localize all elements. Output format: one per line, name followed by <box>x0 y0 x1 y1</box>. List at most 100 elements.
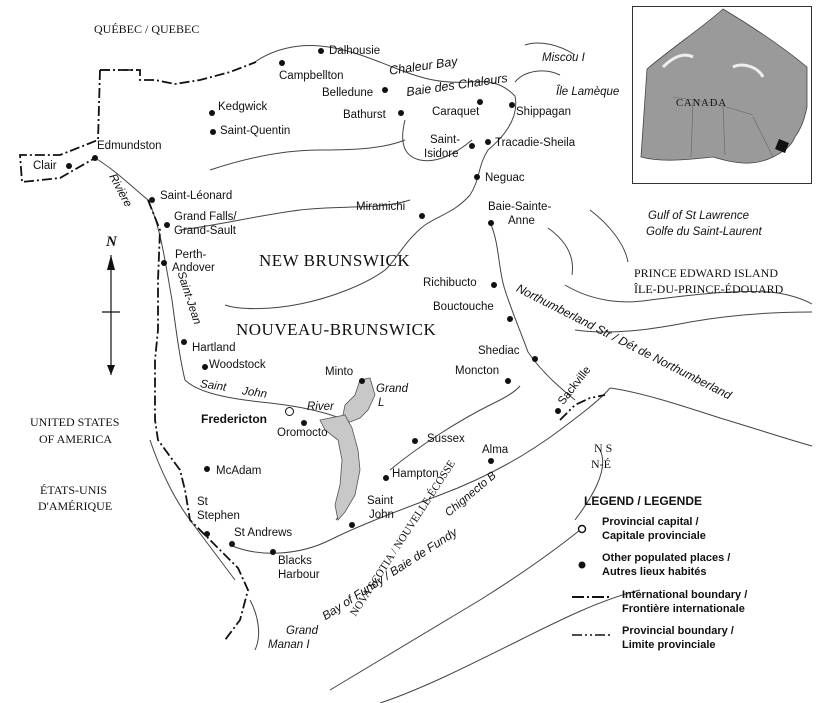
place-dot-baie-ste-anne <box>488 220 494 226</box>
legend-capital-line1: Provincial capital / <box>602 516 699 528</box>
legend-place-symbol <box>578 561 586 569</box>
place-dot-sussex <box>412 438 418 444</box>
place-hampton: Hampton <box>392 468 439 480</box>
place-woodstock: Woodstock <box>209 359 266 371</box>
place-oromocto: Oromocto <box>277 427 328 439</box>
place-perth-line2: Andover <box>172 262 215 274</box>
place-saint-quentin: Saint-Quentin <box>220 125 291 137</box>
place-fredericton-capital: Fredericton <box>201 412 268 426</box>
island-grand-manan-1: Grand <box>286 625 318 637</box>
place-dot-caraquet <box>477 99 483 105</box>
place-bathurst: Bathurst <box>343 109 386 121</box>
canada-inset-map <box>632 6 812 184</box>
place-saint-john-line2: John <box>369 509 394 521</box>
place-clair: Clair <box>33 160 57 172</box>
legend-prov-line2: Limite provinciale <box>622 639 716 651</box>
place-dot-shippagan <box>509 102 515 108</box>
place-dot-saint-leonard <box>149 197 155 203</box>
place-dot-saint-john <box>349 522 355 528</box>
legend-intl-line2: Frontière internationale <box>622 603 745 615</box>
place-dot-miramichi <box>419 213 425 219</box>
nova-scotia-south-shore <box>379 589 641 703</box>
place-dot-st-stephen <box>204 531 210 537</box>
water-gulf-en: Gulf of St Lawrence <box>648 210 749 222</box>
pei-outline <box>564 284 813 333</box>
place-st-stephen-line1: St <box>197 496 208 508</box>
nova-scotia-fundy-shore <box>329 529 581 691</box>
place-dot-shediac <box>532 356 538 362</box>
region-pei-en: PRINCE EDWARD ISLAND <box>634 266 778 280</box>
place-shippagan: Shippagan <box>516 106 571 118</box>
place-alma: Alma <box>482 444 509 456</box>
place-dot-bouctouche <box>507 316 513 322</box>
place-dot-oromocto <box>301 420 307 426</box>
miramichi-shore <box>224 224 426 310</box>
north-arrow-icon <box>102 255 120 375</box>
saint-john-river <box>94 157 346 421</box>
place-tracadie: Tracadie-Sheila <box>495 137 576 149</box>
place-grand-falls-line2: Grand-Sault <box>174 225 237 237</box>
place-bouctouche: Bouctouche <box>433 301 494 313</box>
region-usa-fr-line1: ÉTATS-UNIS <box>40 483 108 497</box>
place-dot-hampton <box>383 475 389 481</box>
legend-capital-line2: Capitale provinciale <box>602 530 706 542</box>
place-miramichi: Miramichi <box>356 201 406 213</box>
island-grand-manan-2: Manan I <box>268 639 310 651</box>
place-dot-woodstock <box>202 364 208 370</box>
place-dot-kedgwick <box>209 110 215 116</box>
place-dot-edmundston <box>92 155 98 161</box>
water-grand-lake-1: Grand <box>376 383 408 395</box>
place-saint-john-line1: Saint <box>367 495 394 507</box>
place-st-andrews: St Andrews <box>234 527 293 539</box>
place-saint-isidore-line1: Saint- <box>430 134 461 146</box>
region-usa-line1: UNITED STATES <box>30 415 120 429</box>
chaleur-shore <box>402 119 473 162</box>
kennebecasis-river <box>389 385 521 471</box>
place-baie-ste-anne-line2: Anne <box>508 215 535 227</box>
pei-inlets <box>547 209 629 276</box>
legend-symbols <box>572 524 612 636</box>
east-coastline <box>489 221 576 401</box>
place-dot-campbellton <box>279 60 285 66</box>
inset-label-canada: CANADA <box>676 98 727 109</box>
region-quebec: QUÉBEC / QUEBEC <box>94 22 200 36</box>
legend-capital-symbol <box>577 524 587 534</box>
place-dot-belledune <box>382 87 388 93</box>
place-blacks-harbour-line1: Blacks <box>278 555 312 567</box>
region-nouveau-brunswick: NOUVEAU-BRUNSWICK <box>236 320 437 339</box>
legend-intl-line1: International boundary / <box>622 589 748 601</box>
place-dot-neguac <box>474 174 480 180</box>
place-st-stephen-line2: Stephen <box>197 510 240 522</box>
grand-lake-shape <box>341 377 376 423</box>
place-perth-line1: Perth- <box>175 249 207 261</box>
place-neguac: Neguac <box>485 172 525 184</box>
region-usa-line2: OF AMERICA <box>39 432 113 446</box>
place-shediac: Shediac <box>478 345 520 357</box>
place-dot-alma <box>488 458 494 464</box>
region-ns-abbr-fr: N-É <box>591 457 611 471</box>
minas-shore <box>574 449 604 521</box>
place-dot-bathurst <box>398 110 404 116</box>
place-dot-sackville <box>555 408 561 414</box>
place-edmundston: Edmundston <box>97 140 162 152</box>
place-dot-grand-falls <box>164 222 170 228</box>
place-dot-blacks-harbour <box>270 549 276 555</box>
place-dot-perth-andover <box>161 260 167 266</box>
fundy-coastline <box>229 387 611 554</box>
place-dot-moncton <box>505 378 511 384</box>
provincial-boundary-nova-scotia <box>559 394 606 421</box>
place-dot-minto <box>359 378 365 384</box>
island-lameque: Île Lamèque <box>556 86 620 98</box>
place-dot-hartland <box>181 339 187 345</box>
place-caraquet: Caraquet <box>432 106 480 118</box>
place-dot-richibucto <box>491 282 497 288</box>
water-saint-john-river-3: River <box>307 401 334 413</box>
legend-prov-line1: Provincial boundary / <box>622 625 734 637</box>
place-richibucto: Richibucto <box>423 277 477 289</box>
capital-dot-fredericton <box>285 407 294 416</box>
legend-places-line1: Other populated places / <box>602 552 731 564</box>
place-dot-saint-quentin <box>210 129 216 135</box>
place-dot-saint-isidore <box>469 143 475 149</box>
place-dot-st-andrews <box>229 541 235 547</box>
